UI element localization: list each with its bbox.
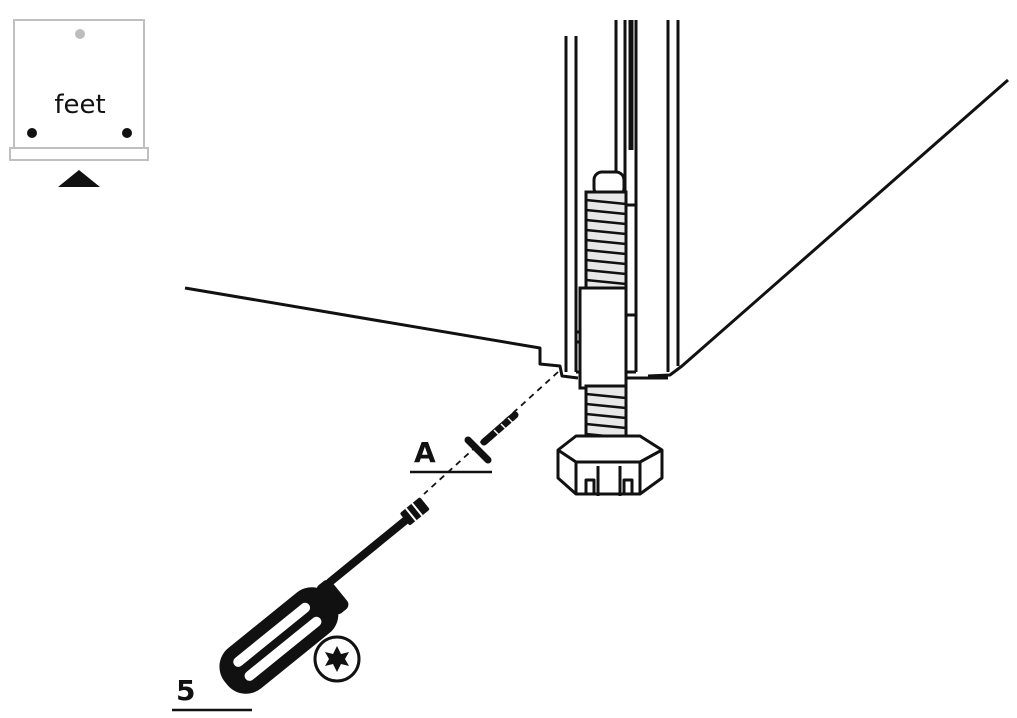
rod-sleeve xyxy=(578,286,628,390)
locator-label: feet xyxy=(54,90,105,120)
triangle-up-icon xyxy=(58,170,100,187)
screwdriver: 5 xyxy=(172,497,430,712)
locator-top-marker xyxy=(75,29,85,39)
cabinet-outline xyxy=(184,78,1009,380)
torx-star-shape xyxy=(325,646,349,672)
leveling-rod xyxy=(578,170,628,444)
screw-label: A xyxy=(414,436,436,469)
locator-base xyxy=(9,147,149,161)
cabinet-right-bottom-edge xyxy=(647,78,1009,378)
screwdriver-shaft xyxy=(326,516,410,586)
locator-panel xyxy=(13,19,145,149)
screwdriver-handle xyxy=(219,579,349,694)
cabinet-left-bottom-edge xyxy=(184,286,579,380)
nut-notch-1 xyxy=(584,478,596,496)
foot-nut xyxy=(556,434,664,496)
torx-star-icon xyxy=(313,635,361,683)
locator-left-foot-marker xyxy=(27,128,37,138)
screw-thread xyxy=(493,417,514,436)
nut-top-face xyxy=(557,448,663,464)
nut-body xyxy=(556,434,664,496)
nut-notch-2 xyxy=(622,478,634,496)
screw-a: A xyxy=(410,411,519,474)
tool-label: 5 xyxy=(176,674,195,707)
screw-head xyxy=(464,436,492,464)
screw-shaft xyxy=(480,411,519,446)
upper-thread-ridges xyxy=(585,198,627,286)
locator-inset: feet xyxy=(9,19,149,187)
locator-right-foot-marker xyxy=(122,128,132,138)
screwdriver-bit xyxy=(400,497,430,525)
